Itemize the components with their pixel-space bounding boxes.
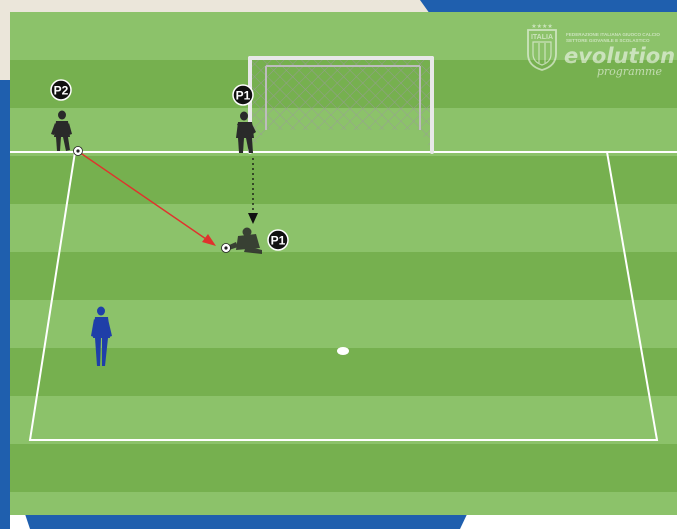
pitch-stripe xyxy=(10,204,677,252)
federation-line-1: FEDERAZIONE ITALIANA GIUOCO CALCIO xyxy=(566,32,660,37)
federation-line-2: SETTORE GIOVANILE E SCOLASTICO xyxy=(566,38,650,43)
pitch-stripe xyxy=(10,348,677,396)
badge-label: P1 xyxy=(236,89,251,103)
crest-text: ITALIA xyxy=(531,34,553,41)
pitch-stripe xyxy=(10,300,677,348)
ball xyxy=(222,244,231,253)
badge-label: P1 xyxy=(271,234,286,248)
tagline: programme xyxy=(597,65,663,78)
goal-net-back xyxy=(266,66,420,130)
pitch-stripe xyxy=(10,252,677,300)
badge-label: P2 xyxy=(54,84,69,98)
penalty-spot xyxy=(337,347,349,355)
pitch-stripe xyxy=(10,156,677,204)
svg-text:★★★★: ★★★★ xyxy=(531,23,553,30)
ball xyxy=(74,147,83,156)
frame-beige-left xyxy=(0,0,10,80)
frame-blue-left xyxy=(0,70,10,529)
pitch-stripe xyxy=(10,444,677,492)
frame-blue-top xyxy=(420,0,677,14)
pitch-stripe xyxy=(10,396,677,444)
